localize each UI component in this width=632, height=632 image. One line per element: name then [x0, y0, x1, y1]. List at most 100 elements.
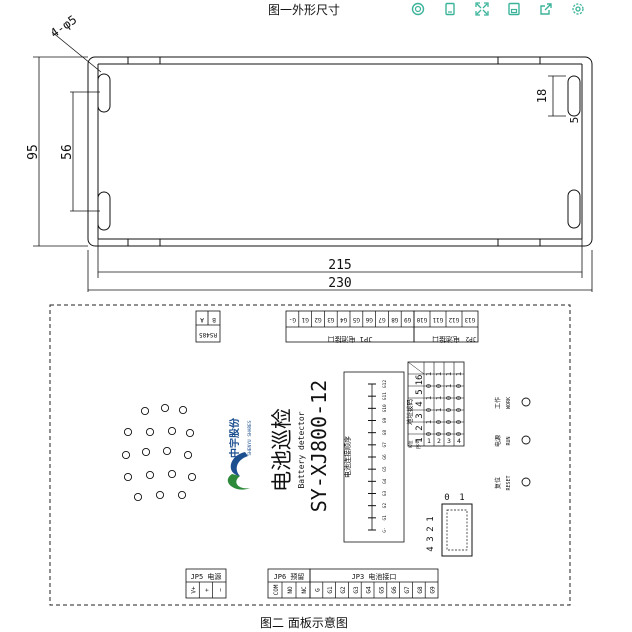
address-cell: 0 [445, 396, 453, 400]
address-cell: 0 [425, 432, 433, 436]
address-col-header: 1 [415, 437, 425, 442]
led-label-cn: 工作 [494, 397, 502, 409]
search-icon [411, 2, 425, 16]
connector-pin-label: G1 [301, 316, 309, 323]
rs485-connector [195, 310, 221, 343]
reset-button[interactable] [521, 477, 531, 487]
jp2-prefix: JP2 [465, 335, 476, 342]
fullscreen-button[interactable] [466, 0, 498, 18]
address-cell: 1 [445, 384, 453, 388]
wiring-label: G10 [382, 404, 388, 412]
speaker-grille [121, 403, 197, 502]
grille-hole [123, 472, 133, 482]
mount-slot-right-bottom [567, 189, 581, 229]
jp3-pin-label: G [314, 588, 321, 592]
product-name-cn: 电池巡检 [270, 408, 294, 492]
address-cell: 1 [425, 420, 433, 424]
connector-pin-label: G5 [352, 316, 360, 323]
product-model: SY-XJ800-12 [307, 380, 331, 512]
dim-width-215: 215 [328, 258, 351, 273]
led-label-cn: 复位 [494, 477, 502, 489]
led-label-cn: 电源 [494, 435, 502, 447]
dim-height-95: 95 [26, 144, 41, 160]
connector-pin-label: G6 [365, 316, 373, 323]
grille-hole [167, 426, 177, 436]
grille-hole [185, 428, 195, 438]
settings-icon [572, 3, 584, 15]
connector-pin-label: G12 [448, 316, 459, 323]
jp3-pin-label: G9 [430, 586, 437, 594]
address-cell: 1 [435, 408, 443, 412]
jp3-pin-label: G3 [353, 586, 360, 594]
grille-hole [162, 446, 172, 456]
dip-switch[interactable] [441, 503, 473, 557]
share-button[interactable] [530, 0, 562, 18]
wiring-label: G8 [382, 430, 388, 436]
grille-hole [178, 405, 188, 415]
enclosure-outline [87, 56, 593, 247]
jp6-pin-label: NO [287, 586, 294, 594]
address-table-title: 地址拨码 [405, 399, 414, 426]
jp5-pin-label: − [217, 588, 224, 592]
dip-number: 4 [426, 546, 436, 551]
address-col-header: 5 [415, 389, 425, 394]
connector-pin-label: G8 [391, 316, 399, 323]
jp5-title: JP5 电源 [191, 572, 222, 581]
dim-slot-5: 5 [568, 117, 581, 124]
address-k-label: 3 [447, 437, 451, 445]
figure-1-dimension-labels: 4-φ5 95 56 18 5 215 230 [26, 12, 581, 291]
grille-hole [177, 490, 187, 500]
jp6-pin-label: COM [273, 584, 280, 595]
mount-slot-left-top [97, 73, 111, 113]
address-cell: 1 [435, 372, 443, 376]
wiring-label: G11 [382, 392, 388, 400]
jp5-pin-label: V+ [191, 586, 198, 594]
grille-hole [183, 450, 193, 460]
save-icon [508, 2, 520, 16]
zoom-button[interactable] [402, 0, 434, 18]
wiring-title: 电池连接顺序 [343, 436, 352, 478]
jp2-title: 电池接口 [432, 335, 460, 344]
jp3-pin-label: G7 [404, 586, 411, 594]
grille-hole [141, 447, 151, 457]
address-col-header: 2 [415, 425, 425, 430]
brand-english: SHENYU SHARES [247, 420, 253, 456]
figure-1-caption: 图一外形尺寸 [268, 3, 341, 17]
jp6-pin-label: NC [301, 586, 308, 594]
logo-mark-blue [230, 452, 248, 476]
address-cell: 1 [425, 372, 433, 376]
wiring-label: G2 [382, 503, 388, 509]
led-label-en: WORK [506, 397, 512, 409]
address-col-header: 16 [415, 375, 425, 386]
save-button[interactable] [498, 0, 530, 18]
address-cell: 0 [455, 384, 463, 388]
address-cell: 0 [445, 432, 453, 436]
jp5-pin-label: + [204, 588, 211, 592]
brand-logo [227, 452, 250, 490]
dim-hole-label: 4-φ5 [48, 12, 80, 40]
jp3-pin-label: G5 [378, 586, 385, 594]
settings-button[interactable] [562, 0, 594, 18]
wiring-label: G7 [382, 442, 388, 448]
address-cell: 0 [455, 396, 463, 400]
dip-number: 3 [426, 536, 436, 541]
address-k-label: 1 [427, 437, 431, 445]
connector-pin-label: G7 [378, 316, 386, 323]
brand-name: 中宇股份 [228, 417, 241, 458]
copy-button[interactable] [434, 0, 466, 18]
address-cell: 0 [435, 432, 443, 436]
address-k-label: 4 [457, 437, 461, 445]
copy-icon [445, 2, 455, 16]
top-rail [98, 57, 582, 65]
led-label-en: RUN [506, 436, 512, 445]
grille-hole [145, 427, 155, 437]
jp5-connector [185, 568, 227, 599]
fullscreen-icon [475, 2, 489, 16]
rs485-pin-a: A [200, 316, 204, 323]
rs485-pin-b: B [212, 316, 216, 323]
